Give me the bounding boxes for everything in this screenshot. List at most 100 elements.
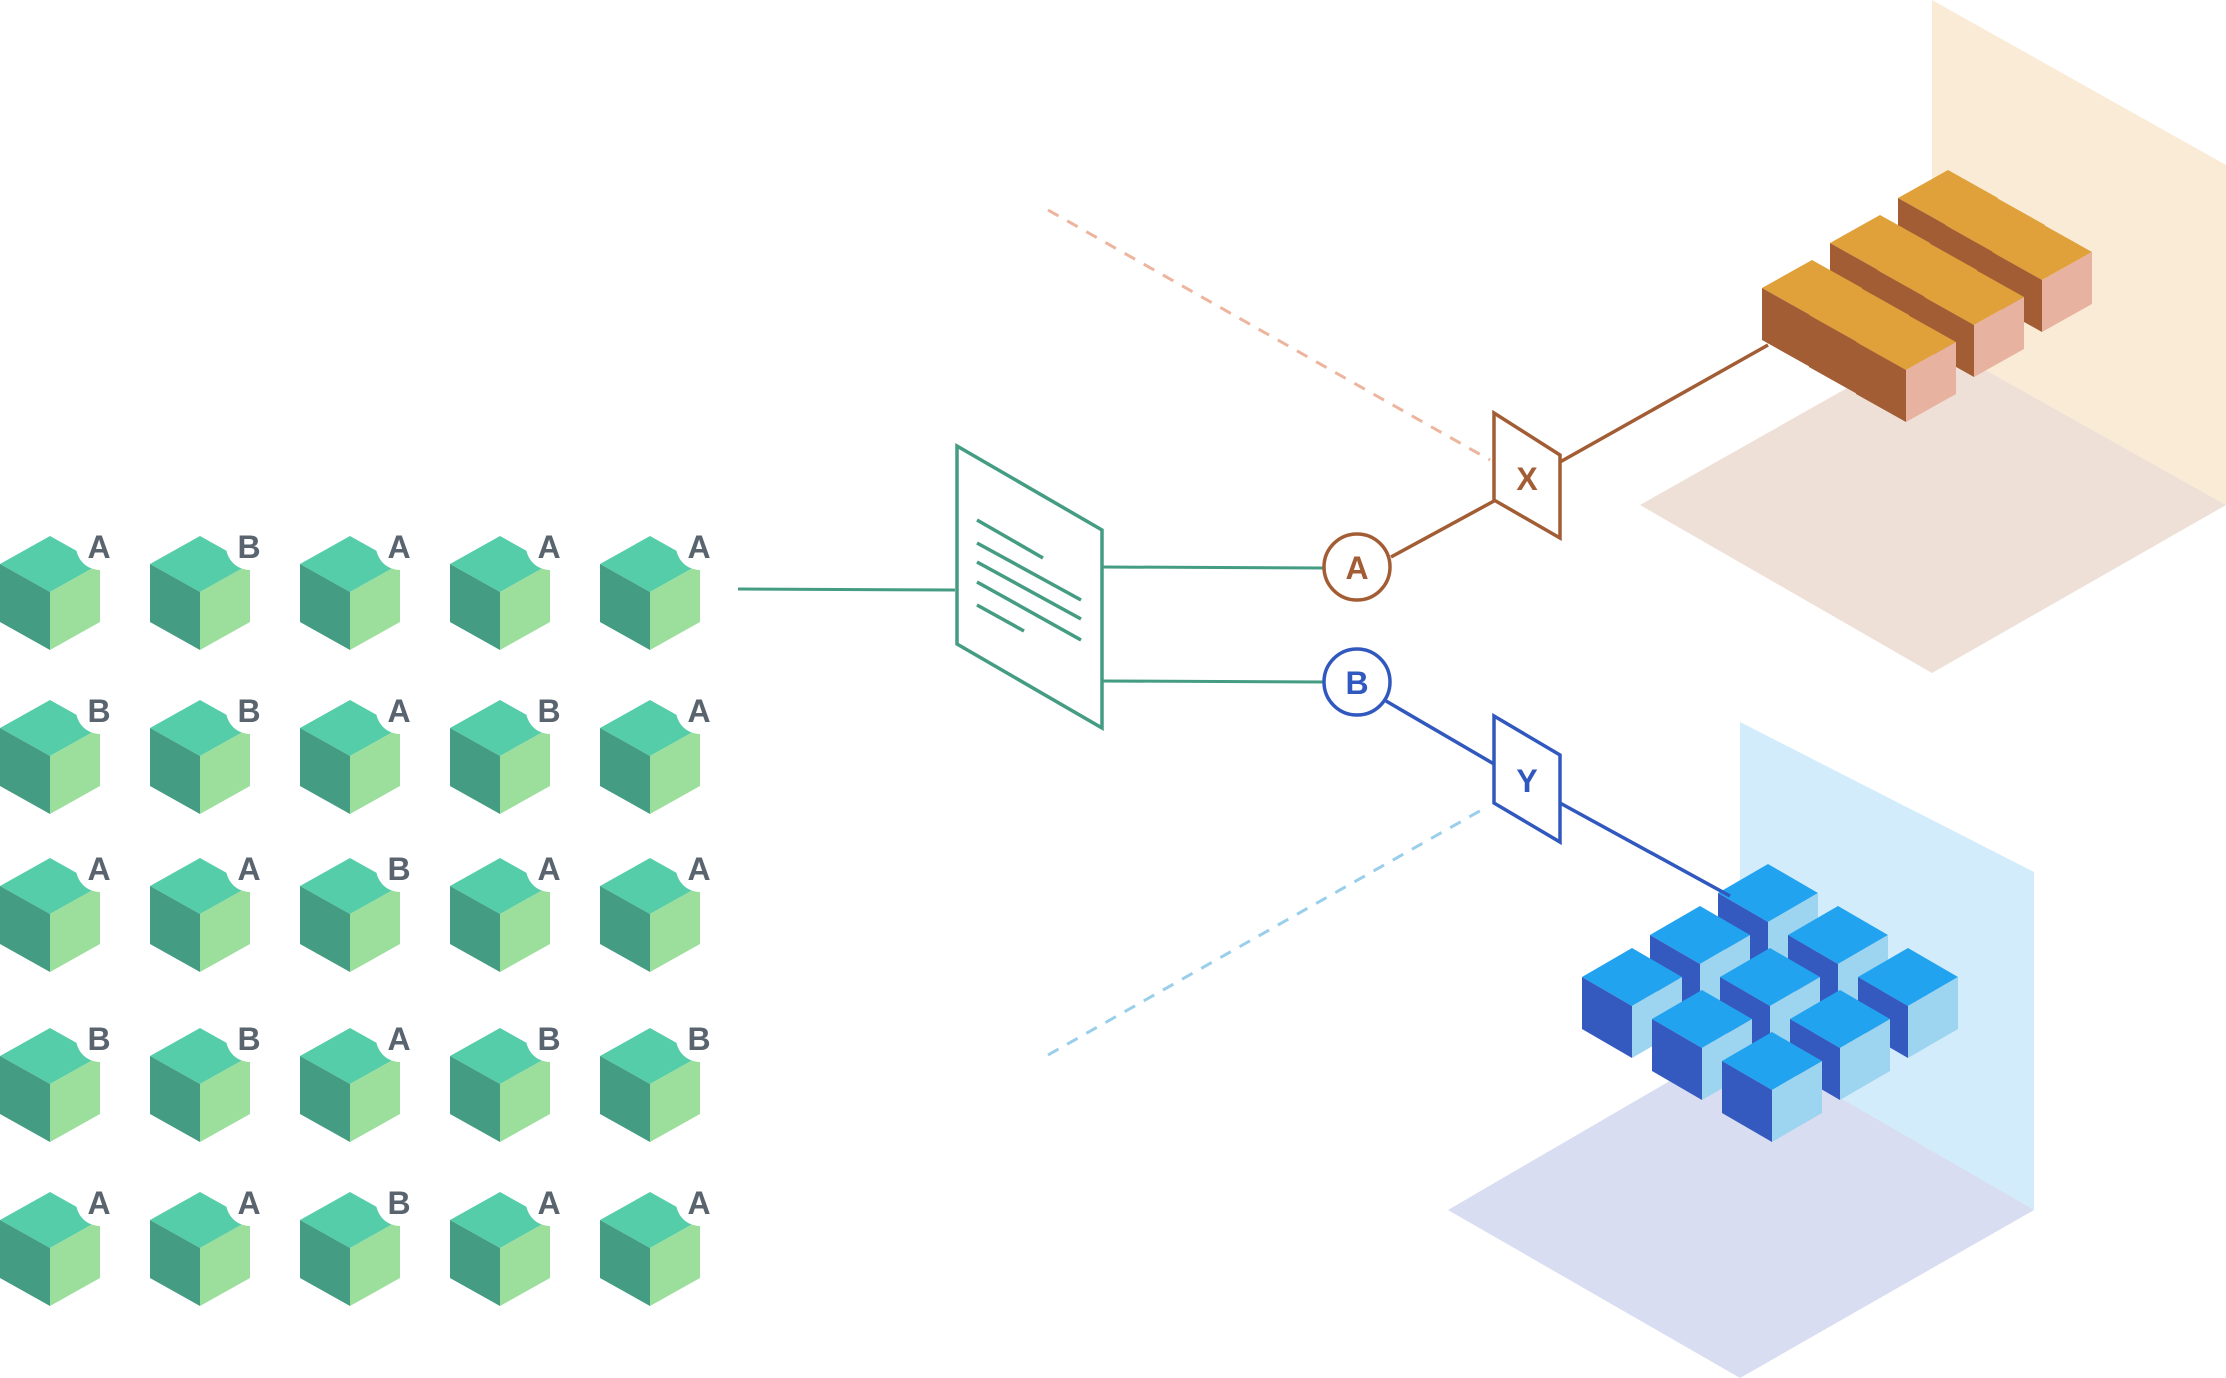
cube-label: B: [687, 1021, 710, 1057]
cube-label: A: [387, 529, 410, 565]
filter-x: X: [1492, 409, 1562, 542]
router-document-outline: [955, 442, 1104, 732]
orange-dashed-guide: [1047, 208, 1491, 462]
filter-x-label: X: [1516, 461, 1538, 497]
cube-right-face: [1974, 297, 2024, 377]
cube-label: A: [687, 693, 710, 729]
cube-right-face: [200, 564, 250, 650]
source-cube: B: [300, 1178, 424, 1306]
orange-floor: [1640, 340, 2226, 673]
cube-label-notch: [226, 1014, 274, 1062]
cube-label-notch: [676, 522, 724, 570]
cube-label-notch: [376, 844, 424, 892]
cube-label: A: [87, 1185, 110, 1221]
cube-right-face: [650, 1056, 700, 1142]
cube-label: A: [687, 1185, 710, 1221]
orange-cube-group: [1762, 170, 2092, 422]
blue-floor: [1448, 1040, 2034, 1378]
source-cube: A: [0, 1178, 124, 1306]
cube-label-notch: [226, 522, 274, 570]
branch-node-b: B: [1322, 647, 1392, 717]
cube-right-face: [350, 564, 400, 650]
cube-label-notch: [526, 686, 574, 734]
cube-right-face: [50, 728, 100, 814]
cube-left-face: [1762, 288, 1812, 368]
cube-left-face: [0, 1056, 50, 1142]
source-cube: A: [600, 522, 724, 650]
filter-y-label: Y: [1516, 763, 1537, 799]
cube-right-face: [350, 728, 400, 814]
source-cube: B: [0, 1014, 124, 1142]
blue-destination: [1448, 722, 2034, 1378]
source-cube: A: [0, 522, 124, 650]
router-to-node-a-line: [1101, 565, 1325, 570]
node-a-circle: [1322, 532, 1392, 602]
cube-label: B: [237, 693, 260, 729]
cube-left-face: [600, 564, 650, 650]
router-document-icon: [955, 442, 1104, 732]
cube-right-face: [350, 886, 400, 972]
blue-cube: [1722, 1032, 1822, 1142]
cube-right-face: [350, 1056, 400, 1142]
cube-right-face: [200, 1220, 250, 1306]
source-cube: A: [450, 522, 574, 650]
cube-left-face: [150, 728, 200, 814]
cube-left-face: [450, 1220, 500, 1306]
cube-left-face: [450, 886, 500, 972]
cube-left-face: [600, 728, 650, 814]
orange-cube: [1924, 269, 2024, 377]
branch-node-a: A: [1322, 532, 1392, 602]
orange-destination: [1640, 0, 2226, 673]
source-cube: B: [450, 686, 574, 814]
source-to-router-line: [737, 587, 956, 592]
cube-left-face: [0, 728, 50, 814]
cube-right-face: [50, 564, 100, 650]
cube-label-notch: [76, 522, 124, 570]
orange-cube: [1856, 314, 1956, 422]
node-b-circle: [1322, 647, 1392, 717]
source-cube: A: [300, 1014, 424, 1142]
cube-label: B: [87, 1021, 110, 1057]
cube-left-face: [450, 728, 500, 814]
cube-right-face: [1772, 1061, 1822, 1142]
cube-label-notch: [676, 686, 724, 734]
orange-cube: [1992, 224, 2092, 332]
cube-label-notch: [76, 1178, 124, 1226]
source-cube: B: [150, 686, 274, 814]
cube-right-face: [650, 728, 700, 814]
cube-left-face: [450, 1056, 500, 1142]
cube-left-face: [600, 1220, 650, 1306]
source-cube: B: [150, 522, 274, 650]
cube-left-face: [1722, 1061, 1772, 1142]
cube-label-notch: [376, 1178, 424, 1226]
cube-left-face: [300, 1220, 350, 1306]
cube-label-notch: [526, 522, 574, 570]
cube-label-notch: [376, 686, 424, 734]
cube-label-notch: [76, 1014, 124, 1062]
cube-left-face: [1652, 1019, 1702, 1100]
cube-label-notch: [676, 844, 724, 892]
cube-label: A: [387, 693, 410, 729]
cube-right-face: [1840, 1019, 1890, 1100]
cube-left-face: [150, 564, 200, 650]
cube-left-face: [300, 1056, 350, 1142]
filter-x-outline: [1492, 409, 1562, 542]
source-cube: B: [600, 1014, 724, 1142]
cube-right-face: [50, 886, 100, 972]
source-cube: A: [600, 686, 724, 814]
blue-dashed-guide: [1047, 806, 1486, 1057]
cube-left-face: [600, 886, 650, 972]
cube-right-face: [200, 1056, 250, 1142]
source-cube: A: [150, 844, 274, 972]
cube-left-face: [300, 564, 350, 650]
cube-label-notch: [226, 686, 274, 734]
cube-label: A: [537, 1185, 560, 1221]
cube-left-face: [150, 1056, 200, 1142]
cube-left-face: [300, 886, 350, 972]
cube-right-face: [500, 886, 550, 972]
document-lines: [976, 518, 1082, 642]
cube-right-face: [1906, 342, 1956, 422]
cube-right-face: [500, 1056, 550, 1142]
cube-label: A: [237, 851, 260, 887]
